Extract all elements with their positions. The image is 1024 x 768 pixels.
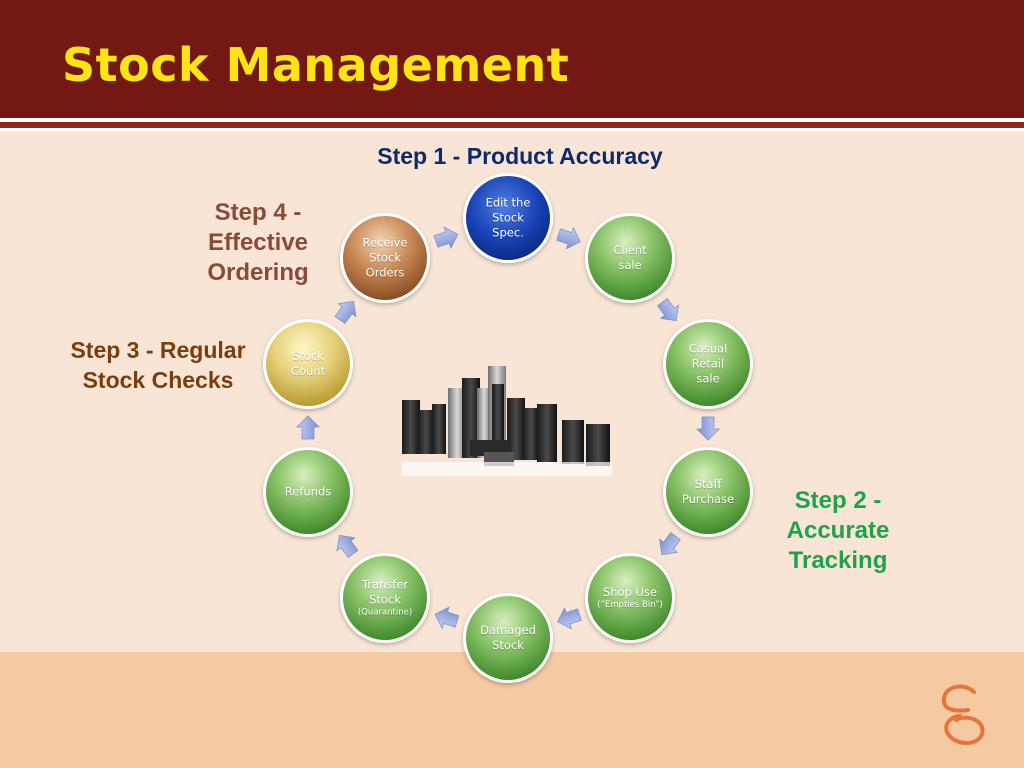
node-receive-stock-orders bbox=[343, 216, 427, 300]
header-rule-bottom bbox=[0, 128, 1024, 131]
chevron-right-arrow-icon bbox=[334, 300, 357, 324]
node-label-line: Shop Use bbox=[602, 585, 658, 599]
node-label-line: sale bbox=[696, 371, 720, 386]
step1-label: Step 1 - Product Accuracy bbox=[377, 143, 663, 169]
arrow-shape bbox=[296, 415, 320, 440]
node-label-line: Spec. bbox=[492, 225, 524, 240]
node-label-line: Stock bbox=[369, 592, 401, 607]
chevron-right-arrow-icon bbox=[659, 532, 681, 556]
node-staff-purchase bbox=[666, 450, 750, 534]
hair-product-bottles-illustration bbox=[402, 366, 612, 476]
node-label-line: Stock bbox=[492, 638, 524, 652]
node-label-line: Casual bbox=[688, 341, 728, 356]
node-transfer-stock bbox=[343, 556, 427, 640]
node-shop-use bbox=[588, 556, 672, 640]
node-edit-stock-spec bbox=[466, 176, 550, 260]
arrow-shape bbox=[336, 534, 359, 558]
chevron-right-arrow-icon bbox=[557, 606, 582, 630]
node-stock-count bbox=[266, 322, 350, 406]
arrow-shape bbox=[433, 226, 459, 250]
step3-label: Step 3 - Regular Stock Checks bbox=[48, 335, 268, 395]
node-refunds bbox=[266, 450, 350, 534]
chevron-right-arrow-icon bbox=[556, 226, 581, 250]
node-label-subtext: (Quarantine) bbox=[357, 607, 413, 618]
node-label-line: Client bbox=[613, 243, 647, 257]
node-label-line: Staff bbox=[694, 477, 722, 491]
chevron-right-arrow-icon bbox=[657, 298, 679, 322]
step2-line: Tracking bbox=[788, 547, 888, 574]
slide-title: Stock Management bbox=[62, 38, 570, 92]
chevron-right-arrow-icon bbox=[696, 416, 720, 441]
node-label-line: Refunds bbox=[284, 484, 332, 499]
node-damaged-stock bbox=[466, 596, 550, 680]
step2-line: Step 2 - bbox=[794, 487, 882, 514]
arrow-shape bbox=[557, 606, 582, 630]
header-rule-middle bbox=[0, 122, 1024, 128]
step2-line: Accurate bbox=[786, 517, 890, 544]
node-label-line: Retail bbox=[691, 356, 725, 371]
step2-label: Step 2 - Accurate Tracking bbox=[768, 486, 908, 576]
node-label-subtext: (“Empties Bin”) bbox=[597, 600, 663, 610]
slide-header: Stock Management bbox=[0, 0, 1024, 118]
chevron-right-arrow-icon bbox=[433, 226, 459, 250]
chevron-right-arrow-icon bbox=[336, 534, 359, 558]
step4-line: Ordering bbox=[207, 259, 309, 286]
node-label-line: Transfer bbox=[361, 577, 409, 592]
step3-line: Step 3 - Regular bbox=[70, 337, 246, 363]
node-label-line: Orders bbox=[365, 265, 405, 280]
header-rule-top bbox=[0, 118, 1024, 122]
node-label-line: Edit the bbox=[485, 195, 531, 210]
chevron-right-arrow-icon bbox=[296, 415, 320, 440]
swirl-s-logo-icon bbox=[941, 684, 985, 745]
node-refunds-label: Refunds bbox=[266, 485, 350, 500]
node-shop-use-label: Shop Use(“Empties Bin”) bbox=[588, 585, 672, 611]
cycle-nodes bbox=[263, 173, 753, 683]
arrow-shape bbox=[434, 606, 460, 630]
node-label-line: sale bbox=[618, 258, 642, 272]
node-label-line: Purchase bbox=[681, 492, 735, 506]
step3-line: Stock Checks bbox=[82, 367, 234, 393]
arrow-shape bbox=[334, 300, 357, 324]
node-label-line: Count bbox=[290, 364, 326, 378]
node-client-sale bbox=[588, 216, 672, 300]
step4-label: Step 4 - Effective Ordering bbox=[188, 198, 328, 288]
step4-line: Step 4 - bbox=[214, 199, 302, 226]
node-label-line: Damaged bbox=[480, 623, 536, 637]
node-label-line: Stock bbox=[369, 250, 401, 265]
arrow-shape bbox=[659, 532, 681, 556]
node-label-line: Stock bbox=[492, 210, 524, 225]
cycle-arrows bbox=[296, 226, 720, 630]
node-casual-retail-sale bbox=[666, 322, 750, 406]
arrow-shape bbox=[657, 298, 679, 322]
arrow-shape bbox=[556, 226, 581, 250]
node-label-line: Receive bbox=[362, 235, 408, 250]
arrow-shape bbox=[696, 416, 720, 441]
chevron-right-arrow-icon bbox=[434, 606, 460, 630]
node-label-line: Stock bbox=[292, 349, 324, 363]
step4-line: Effective bbox=[207, 229, 309, 256]
